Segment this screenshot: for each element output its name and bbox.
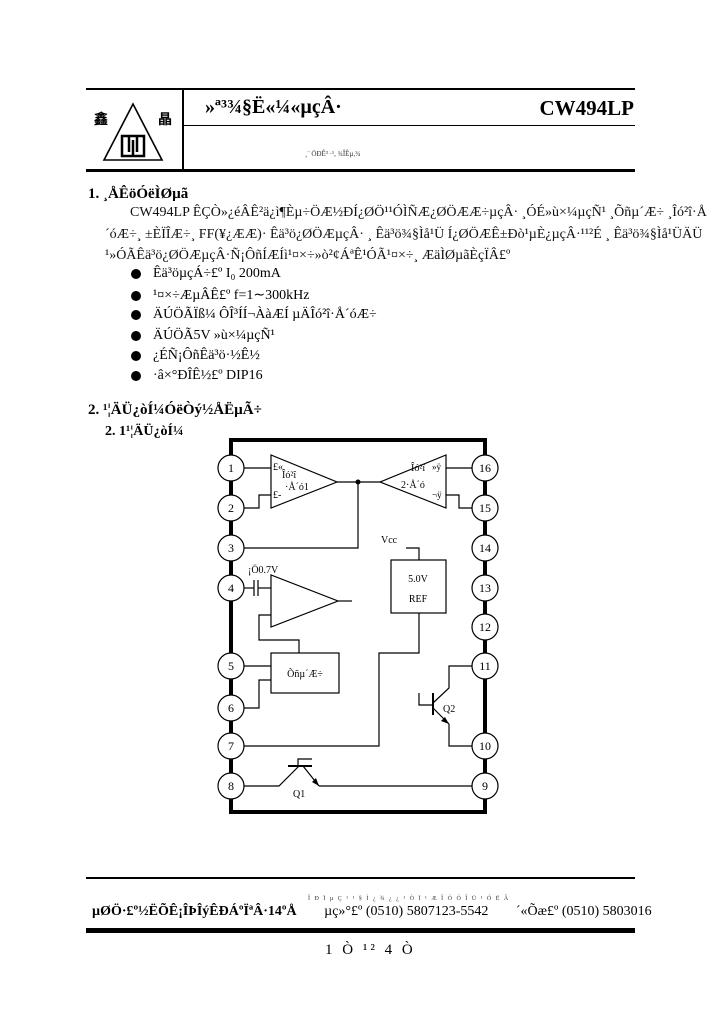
- svg-text:鑫: 鑫: [93, 111, 108, 128]
- company-logo: 鑫 晶: [88, 94, 178, 166]
- feature-bullet: ÄÚÖÃ5V »ù×¼µçÑ¹: [131, 328, 275, 344]
- footer-address: µØÖ·£º½­ËÕÊ¡ÎÞÎýÊÐÁºÏªÂ·14ºÅ: [92, 904, 297, 919]
- svg-text:4: 4: [228, 581, 234, 595]
- page-number: 1 Ò ¹² 4 Ò: [325, 942, 416, 958]
- svg-text:Q2: Q2: [443, 704, 455, 715]
- header-divider: [182, 90, 184, 170]
- svg-text:15: 15: [479, 501, 491, 515]
- section-2-1-heading: 2. 1¹¦ÄÜ¿òÍ¼: [105, 424, 184, 439]
- svg-text:Îó²î: Îó²î: [411, 462, 425, 474]
- section-1-para-line-3: ¹»ÓÃÊä³ö¿ØÖÆµçÂ·Ñ¡ÔñÍÆÍì¹¤×÷»ò²¢ÁªÊ¹ÓÃ¹¤…: [105, 248, 511, 263]
- header-mid-rule: [183, 125, 635, 126]
- svg-text:£«: £«: [273, 462, 283, 473]
- bullet-icon: [131, 290, 141, 301]
- svg-text:£-: £-: [273, 490, 281, 501]
- header-top-rule: [86, 88, 635, 90]
- svg-text:»ÿ: »ÿ: [432, 462, 442, 472]
- section-1-heading: 1. ¸ÅÊöÓëÌØµã: [88, 186, 189, 202]
- header-subtitle: ¸¨ ÖÐÊ³ ·¹, ¾ÎÊµ,¾: [305, 150, 361, 158]
- svg-text:Q1: Q1: [293, 789, 305, 800]
- feature-bullet: ÄÚÖÃÏß¼ ÔÎ³ÍÍ¬ÀàÆÍ µÄÎó²î·Å´óÆ÷: [131, 307, 377, 323]
- footer-contact: µØÖ·£º½­ËÕÊ¡ÎÞÎýÊÐÁºÏªÂ·14ºÅ µç»°£º (051…: [92, 904, 652, 920]
- bullet-text: ÄÚÖÃ5V »ù×¼µçÑ¹: [153, 328, 275, 343]
- pin-right: 16 15 14 13 12 11 10 9: [471, 454, 499, 800]
- svg-text:5: 5: [228, 659, 234, 673]
- svg-text:¡Ö0.7V: ¡Ö0.7V: [248, 564, 279, 576]
- bullet-icon: [131, 371, 141, 381]
- block-diagram: £« £- Îó²î ·Å´ó1 Îó²î 2·Å´ó »ÿ ¬ÿ ¡Ö0.7V…: [200, 430, 520, 820]
- svg-text:晶: 晶: [158, 112, 172, 128]
- footer-fax: (0510) 5803016: [561, 904, 652, 919]
- feature-bullet: Êä³öµçÁ÷£º I₀ 200mA: [131, 266, 281, 282]
- bullet-icon: [131, 351, 141, 361]
- functional-block-diagram: £« £- Îó²î ·Å´ó1 Îó²î 2·Å´ó »ÿ ¬ÿ ¡Ö0.7V…: [217, 438, 499, 814]
- svg-text:2·Å´ó: 2·Å´ó: [401, 479, 425, 491]
- svg-text:¬ÿ: ¬ÿ: [432, 490, 442, 500]
- pin-left: 1 2 3 4 5 6 7 8: [217, 454, 245, 800]
- svg-text:·Å´ó1: ·Å´ó1: [285, 481, 309, 493]
- svg-text:11: 11: [479, 659, 491, 673]
- bullet-text: ÄÚÖÃÏß¼ ÔÎ³ÍÍ¬ÀàÆÍ µÄÎó²î·Å´óÆ÷: [153, 307, 377, 322]
- svg-text:REF: REF: [409, 594, 428, 605]
- section-1-para-line-1: CW494LP ÊÇÒ»¿éÂÊ²ä¿ì¶Èµ÷ÖÆ½ÐÍ¿ØÖ¹¹ÓÌÑÆ¿Ø…: [130, 205, 707, 220]
- svg-text:14: 14: [479, 541, 491, 555]
- svg-text:16: 16: [479, 461, 491, 475]
- svg-text:2: 2: [228, 501, 234, 515]
- logo-icon: 鑫 晶: [93, 102, 172, 161]
- bullet-text: ·â×°ÐÎÊ½£º DIP16: [153, 368, 263, 383]
- svg-text:13: 13: [479, 581, 491, 595]
- part-number: CW494LP: [539, 96, 635, 120]
- bullet-text: ¿ÉÑ¡ÔñÊä³ö·½Ê½: [153, 348, 260, 363]
- svg-text:3: 3: [228, 541, 234, 555]
- section-1-para-line-2: ´óÆ÷¸ ±ÈÏÎÆ÷¸ FF(¥¿ÆÆ)· Êä³ö¿ØÖÆµçÂ· ¸ Ê…: [105, 227, 703, 242]
- svg-text:8: 8: [228, 779, 234, 793]
- bullet-icon: [131, 269, 141, 279]
- footer-phone-label: µç»°£º: [324, 904, 363, 919]
- footer-top-rule: [86, 877, 635, 879]
- bullet-icon: [131, 331, 141, 341]
- svg-text:1: 1: [228, 461, 234, 475]
- footer-slogan: Î Ð Ï µ Ç ¹ ¹ § Ì ¿ ¾ ¿ ¿ ¹ Ò Ï ¹ Æ Î Ó …: [308, 896, 510, 902]
- footer-bottom-rule: [86, 928, 635, 933]
- svg-text:10: 10: [479, 739, 491, 753]
- footer-phone: (0510) 5807123-5542: [365, 904, 489, 919]
- svg-text:12: 12: [479, 620, 491, 634]
- bullet-text: ¹¤×÷ÆµÂÊ£º f=1∼300kHz: [153, 288, 310, 303]
- section-2-heading: 2. ¹¦ÄÜ¿òÍ¼ÓëÒý½ÅËµÃ÷: [88, 402, 262, 418]
- header-bottom-rule: [86, 169, 635, 172]
- document-title: »ª³¾§Ë«¼«µçÂ·: [205, 96, 342, 118]
- svg-text:Õñµ´Æ÷: Õñµ´Æ÷: [287, 668, 323, 680]
- feature-bullet: ·â×°ÐÎÊ½£º DIP16: [131, 368, 263, 384]
- svg-text:Vcc: Vcc: [381, 535, 398, 546]
- bullet-text: Êä³öµçÁ÷£º I₀ 200mA: [153, 266, 281, 281]
- svg-text:5.0V: 5.0V: [408, 574, 429, 585]
- svg-text:6: 6: [228, 701, 234, 715]
- bullet-icon: [131, 310, 141, 320]
- feature-bullet: ¿ÉÑ¡ÔñÊä³ö·½Ê½: [131, 348, 260, 364]
- svg-text:Îó²î: Îó²î: [282, 469, 296, 481]
- footer-fax-label: ´«Õæ£º: [515, 904, 559, 919]
- feature-bullet: ¹¤×÷ÆµÂÊ£º f=1∼300kHz: [131, 287, 309, 304]
- svg-text:9: 9: [482, 779, 488, 793]
- svg-text:7: 7: [228, 739, 234, 753]
